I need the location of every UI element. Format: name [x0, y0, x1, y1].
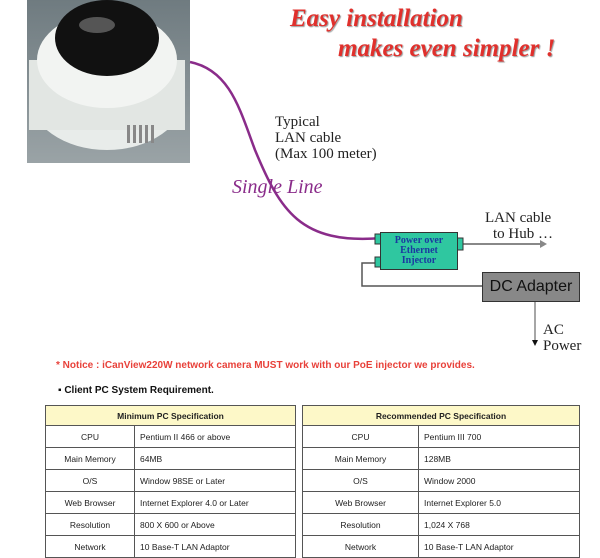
spec-value: 64MB — [134, 447, 296, 470]
headline: Easy installation makes even simpler ! — [290, 4, 590, 64]
headline-line2: makes even simpler ! — [338, 35, 556, 62]
injector-label: Ethernet — [400, 245, 438, 256]
spec-value: Pentium III 700 — [418, 425, 580, 448]
spec-label: O/S — [45, 469, 135, 492]
hub-label-line: LAN cable — [485, 210, 552, 226]
cable-label: Typical LAN cable (Max 100 meter) — [275, 114, 377, 162]
table-header: Minimum PC Specification — [45, 405, 296, 426]
spec-value: Internet Explorer 4.0 or Later — [134, 491, 296, 514]
spec-label: Main Memory — [45, 447, 135, 470]
spec-label: Resolution — [45, 513, 135, 536]
requirement-heading: ▪ Client PC System Requirement. — [58, 385, 214, 396]
spec-value: 128MB — [418, 447, 580, 470]
table-header: Recommended PC Specification — [302, 405, 580, 426]
headline-line1: Easy installation — [290, 5, 463, 32]
spec-label: O/S — [302, 469, 419, 492]
spec-label: Web Browser — [302, 491, 419, 514]
single-line-label: Single Line — [232, 176, 323, 198]
camera-photo — [27, 0, 190, 163]
spec-value: Window 98SE or Later — [134, 469, 296, 492]
injector-label: Power over — [394, 235, 444, 246]
spec-label: CPU — [302, 425, 419, 448]
ac-label-line: AC — [543, 322, 564, 338]
injector-label: Injector — [401, 255, 437, 266]
cable-label-line: (Max 100 meter) — [275, 146, 377, 162]
spec-value: Window 2000 — [418, 469, 580, 492]
hub-label-line: to Hub … — [493, 226, 553, 242]
spec-label: Resolution — [302, 513, 419, 536]
dc-adapter: DC Adapter — [482, 272, 580, 302]
notice-text: * Notice : iCanView220W network camera M… — [56, 360, 475, 371]
ac-label-line: Power — [543, 338, 582, 354]
spec-value: Pentium II 466 or above — [134, 425, 296, 448]
cable-label-line: Typical — [275, 114, 320, 130]
spec-value: 800 X 600 or Above — [134, 513, 296, 536]
dome-camera-icon — [29, 0, 185, 150]
spec-label: CPU — [45, 425, 135, 448]
hub-label: LAN cable to Hub … — [485, 210, 553, 242]
spec-label: Web Browser — [45, 491, 135, 514]
spec-label: Main Memory — [302, 447, 419, 470]
spec-value: 1,024 X 768 — [418, 513, 580, 536]
ac-power-label: AC Power — [543, 322, 581, 354]
cable-label-line: LAN cable — [275, 130, 342, 146]
spec-value: Internet Explorer 5.0 — [418, 491, 580, 514]
